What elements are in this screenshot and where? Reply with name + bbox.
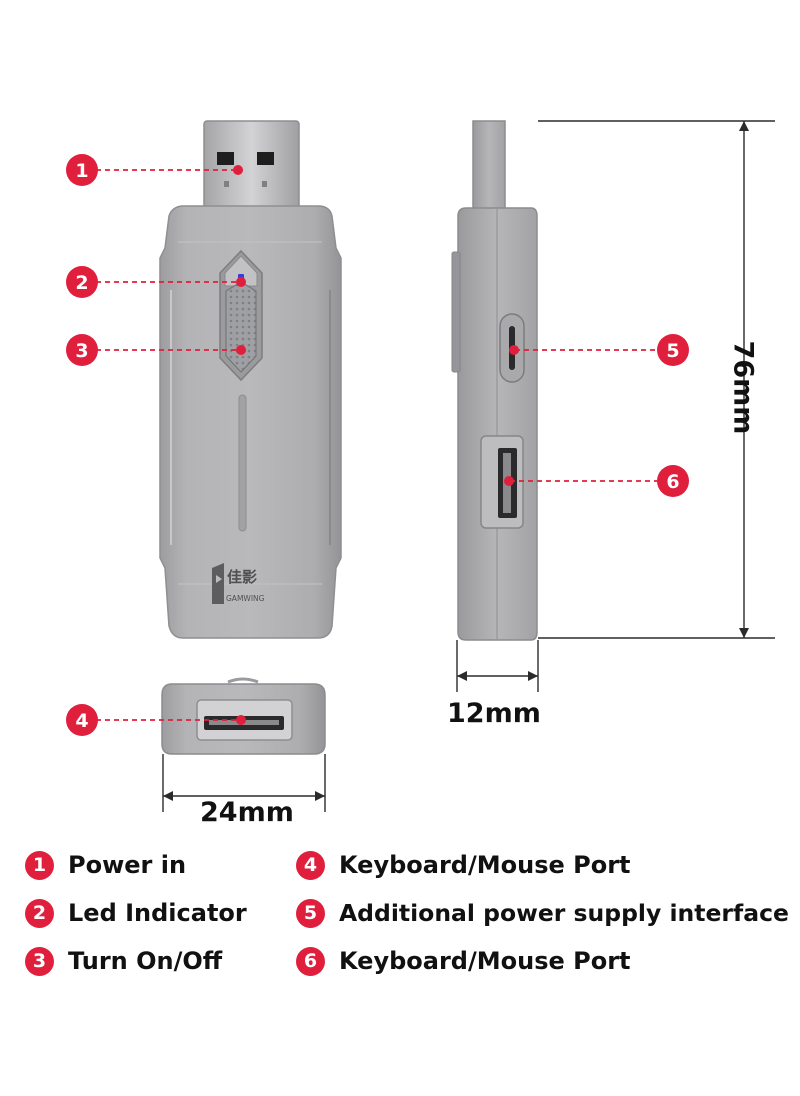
legend-label: Keyboard/Mouse Port	[339, 947, 631, 975]
callout-4: 4	[66, 704, 246, 736]
callout-1: 1	[66, 154, 243, 186]
power-button-assembly	[219, 249, 263, 382]
callout-3: 3	[66, 334, 246, 366]
callout-5: 5	[509, 334, 689, 366]
usb-contact-left	[217, 152, 234, 165]
dimension-height-label: 76mm	[727, 340, 759, 435]
callout-4-number: 4	[75, 710, 88, 732]
side-usb-connector	[472, 120, 506, 214]
legend-number: 1	[25, 850, 54, 880]
side-view	[451, 120, 538, 641]
legend-label: Additional power supply interface	[339, 899, 789, 927]
legend-number: 2	[25, 898, 54, 928]
power-button[interactable]	[225, 281, 257, 373]
front-view: 佳影 GAMWING	[159, 120, 342, 639]
vent-slot	[238, 394, 247, 532]
legend-label: Turn On/Off	[68, 947, 223, 975]
legend-item-keyboard-mouse-port-2: 6 Keyboard/Mouse Port	[296, 944, 631, 978]
callout-2: 2	[66, 266, 246, 298]
legend-number: 5	[296, 898, 325, 928]
logo-mark-icon	[212, 563, 224, 604]
brand-logo: 佳影 GAMWING	[212, 563, 265, 604]
legend-number: 4	[296, 850, 325, 880]
legend-number: 6	[296, 946, 325, 976]
legend-item-led-indicator: 2 Led Indicator	[25, 896, 247, 930]
callouts: 1 2 3 4 5	[66, 154, 689, 736]
legend-item-power-in: 1 Power in	[25, 848, 186, 882]
legend-item-additional-power: 5 Additional power supply interface	[296, 896, 789, 930]
usb-a-connector	[203, 120, 300, 214]
dimension-lines	[162, 120, 775, 812]
dimension-depth-label: 12mm	[447, 698, 541, 729]
usb-contact-right	[257, 152, 274, 165]
callout-1-number: 1	[75, 160, 88, 182]
dimension-width-label: 24mm	[200, 797, 294, 828]
legend-label: Led Indicator	[68, 899, 247, 927]
callout-2-number: 2	[75, 272, 88, 294]
legend-label: Keyboard/Mouse Port	[339, 851, 631, 879]
legend-item-turn-on-off: 3 Turn On/Off	[25, 944, 222, 978]
callout-5-number: 5	[666, 340, 679, 362]
callout-6-number: 6	[666, 471, 679, 493]
callout-3-number: 3	[75, 340, 88, 362]
legend-label: Power in	[68, 851, 187, 879]
legend-number: 3	[25, 946, 54, 976]
brand-chinese: 佳影	[227, 568, 257, 586]
brand-english: GAMWING	[226, 594, 265, 603]
front-body	[159, 205, 342, 639]
legend-item-keyboard-mouse-port: 4 Keyboard/Mouse Port	[296, 848, 631, 882]
callout-6: 6	[504, 465, 689, 497]
